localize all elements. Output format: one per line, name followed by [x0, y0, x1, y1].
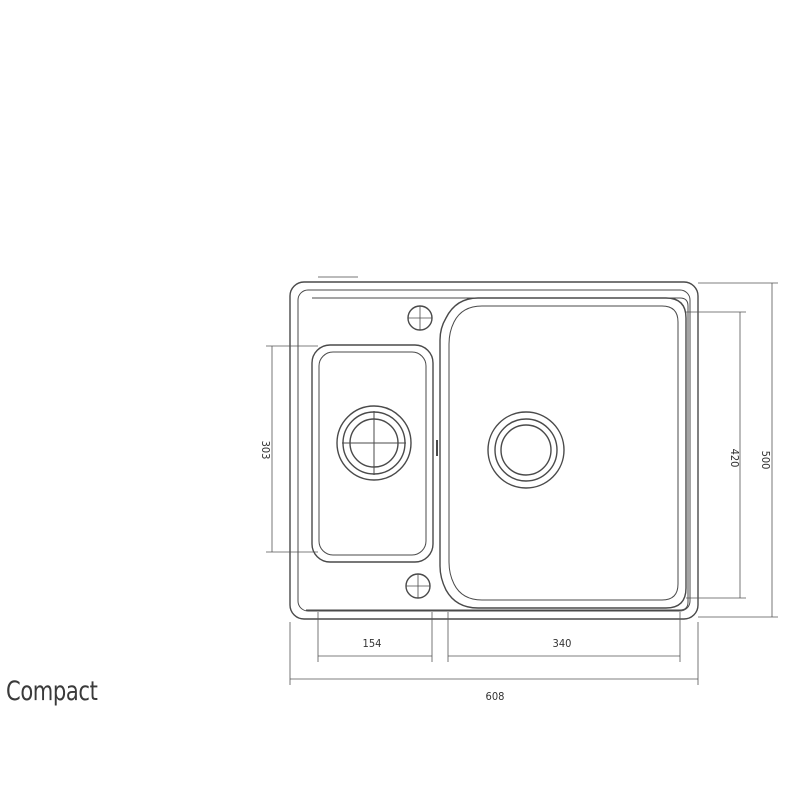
label-overall-width: 608 — [486, 690, 505, 703]
label-large-bowl-height: 420 — [728, 449, 741, 468]
large-bowl-inner — [448, 305, 679, 601]
sink-outer-rim — [289, 281, 699, 620]
label-small-bowl-height: 303 — [259, 441, 272, 460]
ledge-line — [306, 297, 689, 611]
small-bowl-inner — [318, 351, 427, 556]
model-caption: Compact — [6, 676, 98, 707]
sink-inner-rim — [297, 289, 691, 612]
label-small-bowl-width: 154 — [363, 637, 382, 650]
label-large-bowl-width: 340 — [553, 637, 572, 650]
small-bowl-outer — [311, 344, 434, 563]
small-bowl-drain — [336, 405, 412, 481]
label-overall-height: 500 — [759, 451, 772, 470]
large-bowl-outer — [439, 297, 687, 609]
large-bowl-drain — [487, 411, 565, 489]
